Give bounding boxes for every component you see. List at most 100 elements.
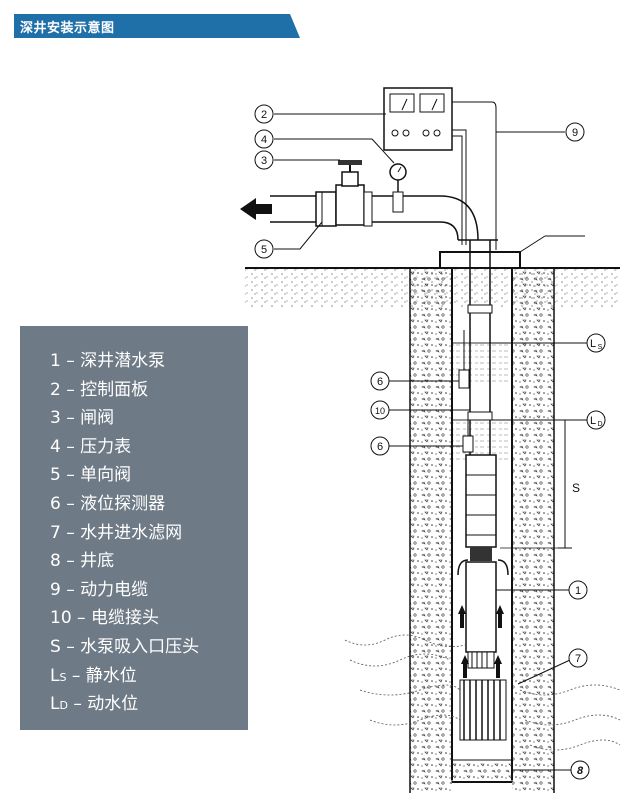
legend-item: LD – 动水位 <box>50 689 138 714</box>
legend-key-subscript: S <box>59 670 67 684</box>
borehole-walls <box>409 268 555 793</box>
callout-4: 4 <box>254 129 274 149</box>
svg-text:3: 3 <box>261 155 267 167</box>
legend-label: 液位探测器 <box>80 494 166 514</box>
callout-7: 7 <box>568 648 588 668</box>
s-label: S <box>572 481 580 495</box>
callout-8: 8 <box>570 760 590 780</box>
legend-item: 1 – 深井潜水泵 <box>50 346 165 371</box>
svg-text:1: 1 <box>575 585 581 597</box>
control-panel <box>383 87 497 250</box>
check-valve <box>315 191 337 227</box>
legend-item: 4 – 压力表 <box>50 432 131 457</box>
legend-label: 闸阀 <box>80 408 115 429</box>
legend-item: 6 – 液位探测器 <box>50 489 165 514</box>
callout-9: 9 <box>565 122 585 142</box>
pressure-gauge <box>389 163 407 213</box>
legend-label: 水泵吸入口压头 <box>80 637 200 657</box>
gate-valve <box>335 160 373 227</box>
legend-separator: – <box>60 436 81 457</box>
legend-item: LS – 静水位 <box>50 661 137 686</box>
svg-text:5: 5 <box>261 244 267 256</box>
legend-separator: – <box>60 465 81 486</box>
legend-separator: – <box>60 522 81 543</box>
svg-text:2: 2 <box>261 109 267 121</box>
legend-key: 5 <box>50 465 61 486</box>
svg-text:6: 6 <box>377 376 383 388</box>
legend-label: 电缆接头 <box>90 608 159 629</box>
callout-5: 5 <box>254 239 274 259</box>
leader-lines <box>274 113 588 771</box>
aquifer-lines <box>344 634 621 751</box>
legend-key-subscript: D <box>59 699 68 713</box>
legend-label: 压力表 <box>80 436 132 457</box>
svg-text:6: 6 <box>377 441 383 453</box>
svg-text:10: 10 <box>375 406 385 416</box>
legend-key: 1 <box>50 351 61 371</box>
flow-arrows <box>458 605 504 678</box>
legend-key: 6 <box>50 494 61 514</box>
well-water <box>453 342 511 460</box>
callout-1: 1 <box>568 580 588 600</box>
riser-pipe <box>467 240 493 455</box>
legend-label: 动水位 <box>87 694 139 715</box>
legend-key: 9 <box>50 579 61 600</box>
callout-6-lower: 6 <box>370 436 390 456</box>
legend-label: 水井进水滤网 <box>80 522 183 543</box>
legend-separator: – <box>60 379 81 400</box>
callout-ld: L D <box>586 410 606 430</box>
legend-separator: – <box>60 494 81 514</box>
svg-text:8: 8 <box>577 765 584 777</box>
legend-item: 2 – 控制面板 <box>50 375 148 400</box>
page-title: 深井安装示意图 <box>20 21 115 36</box>
legend-label: 控制面板 <box>80 379 149 400</box>
legend-label: 单向阀 <box>80 465 132 486</box>
legend-item: 7 – 水井进水滤网 <box>50 518 182 543</box>
legend-key: L <box>50 665 60 686</box>
svg-text:4: 4 <box>261 134 267 146</box>
legend-key: 4 <box>50 436 61 457</box>
legend-separator: – <box>60 408 81 429</box>
legend-separator: – <box>60 637 81 657</box>
legend-key: 10 <box>50 608 72 629</box>
callout-2: 2 <box>254 104 274 124</box>
legend-item: 5 – 单向阀 <box>50 460 131 485</box>
well-screen <box>459 679 507 741</box>
svg-text:D: D <box>597 421 602 428</box>
legend-panel: 1 – 深井潜水泵 2 – 控制面板 3 – 闸阀 4 – 压力表 5 – 单向阀 6 –… <box>20 326 248 730</box>
legend-label: 井底 <box>80 551 115 572</box>
callout-10: 10 <box>370 400 390 420</box>
legend-item: 8 – 井底 <box>50 546 114 571</box>
legend-item: 10 – 电缆接头 <box>50 603 159 628</box>
legend-separator: – <box>60 579 81 600</box>
callout-6-upper: 6 <box>370 371 390 391</box>
legend-key: L <box>50 694 60 715</box>
legend-item: S – 水泵吸入口压头 <box>50 632 199 657</box>
callout-3: 3 <box>254 150 274 170</box>
svg-text:7: 7 <box>575 653 581 665</box>
svg-text:L: L <box>590 338 596 350</box>
header-banner: 深井安装示意图 <box>14 14 300 38</box>
legend-item: 9 – 动力电缆 <box>50 575 148 600</box>
banner-shape <box>14 14 300 38</box>
svg-text:S: S <box>598 344 603 351</box>
legend-label: 深井潜水泵 <box>80 351 166 371</box>
legend-label: 静水位 <box>85 665 137 686</box>
svg-text:9: 9 <box>572 127 578 139</box>
legend-key: 2 <box>50 379 61 400</box>
legend-key: 8 <box>50 551 61 572</box>
legend-key: 7 <box>50 522 61 543</box>
level-probes <box>458 330 474 453</box>
legend-separator: – <box>60 551 81 572</box>
legend-separator: – <box>67 694 88 715</box>
legend-separator: – <box>66 665 86 686</box>
legend-key: 3 <box>50 408 61 429</box>
legend-key: S <box>50 637 61 657</box>
legend-label: 动力电缆 <box>80 579 149 600</box>
submersible-pump <box>457 454 509 669</box>
legend-separator: – <box>60 351 81 371</box>
legend-item: 3 – 闸阀 <box>50 403 114 428</box>
legend-separator: – <box>71 608 91 629</box>
callout-ls: L S <box>586 333 606 353</box>
